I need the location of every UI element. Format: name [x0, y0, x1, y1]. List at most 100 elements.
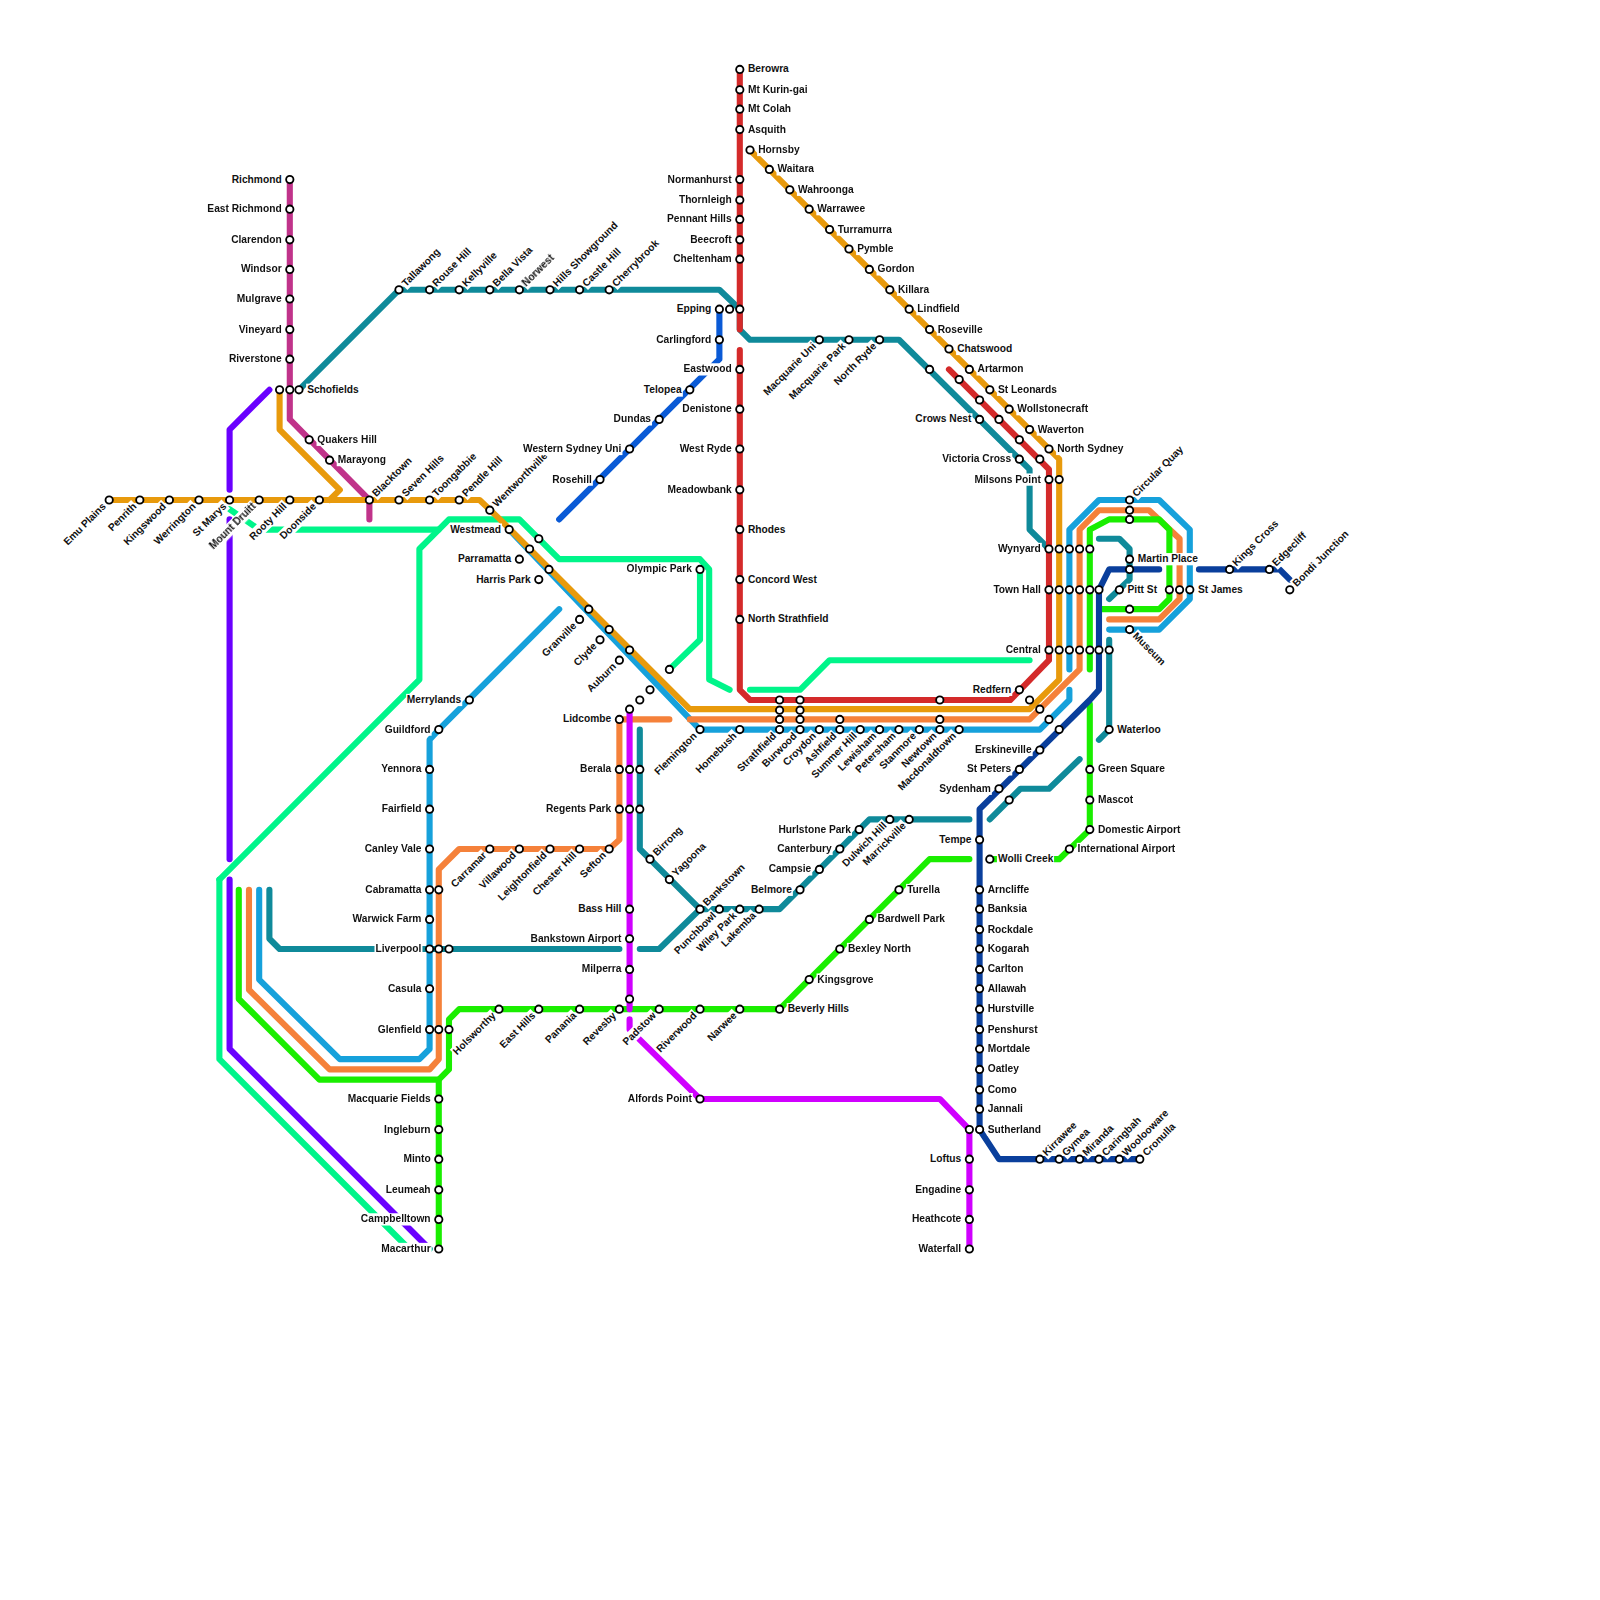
station-label: Carlton: [987, 963, 1025, 975]
station-dot: [435, 726, 442, 733]
station-label: Holsworthy: [450, 1009, 499, 1058]
station-dot: [546, 845, 553, 852]
station-label: Panania: [542, 1009, 580, 1047]
station-label: Roseville: [937, 323, 984, 335]
station-dot: [1036, 456, 1043, 463]
station-dot: [546, 286, 553, 293]
station-dot: [766, 166, 773, 173]
rail-line: [249, 719, 669, 1069]
station-dot: [736, 216, 743, 223]
station-dot: [1036, 746, 1043, 753]
station-dot: [445, 945, 452, 952]
station-dot: [976, 886, 983, 893]
station-label: Guildford: [384, 723, 432, 735]
station-dot: [995, 785, 1002, 792]
station-label: Berala: [579, 763, 612, 775]
station-dot: [736, 726, 743, 733]
station-label: Riverwood: [653, 1009, 700, 1056]
station-label: Sutherland: [987, 1123, 1042, 1135]
station-dot: [286, 206, 293, 213]
station-dot: [786, 186, 793, 193]
station-dot: [626, 646, 633, 653]
station-dot: [736, 486, 743, 493]
station-dot: [286, 266, 293, 273]
station-dot: [606, 845, 613, 852]
station-dot: [1106, 726, 1113, 733]
station-dot: [976, 416, 983, 423]
station-dot: [1166, 586, 1173, 593]
station-dot: [986, 386, 993, 393]
station-dot: [256, 496, 263, 503]
station-label: Telopea: [643, 384, 683, 396]
station-dot: [1095, 586, 1102, 593]
station-label: Hurlstone Park: [777, 823, 852, 835]
station-dot: [656, 1006, 663, 1013]
station-dot: [295, 386, 302, 393]
station-label: Cheltenham: [672, 253, 732, 265]
station-label: Yennora: [380, 763, 422, 775]
station-dot: [876, 336, 883, 343]
station-dot: [286, 236, 293, 243]
station-label: Casula: [387, 983, 423, 995]
station-label: Belmore: [750, 884, 793, 896]
station-dot: [276, 386, 283, 393]
station-dot: [696, 1095, 703, 1102]
station-dot: [1066, 586, 1073, 593]
station-dot: [1126, 496, 1133, 503]
station-label: Sefton: [577, 849, 610, 882]
station-dot: [816, 336, 823, 343]
station-label: Wollstonecraft: [1016, 403, 1089, 415]
station-label: Penshurst: [987, 1023, 1039, 1035]
rail-line: [230, 390, 270, 490]
station-dot: [1126, 507, 1133, 514]
station-dot: [535, 1006, 542, 1013]
station-dot: [1076, 646, 1083, 653]
station-dot: [535, 576, 542, 583]
station-label: St Leonards: [997, 384, 1058, 396]
station-label: Quakers Hill: [316, 434, 378, 446]
station-label: Flemington: [651, 729, 700, 778]
station-dot: [976, 1086, 983, 1093]
station-dot: [426, 985, 433, 992]
station-label: Cherrybrook: [609, 237, 662, 290]
station-dot: [395, 286, 402, 293]
station-dot: [506, 526, 513, 533]
rail-line: [669, 569, 700, 669]
station-dot: [426, 886, 433, 893]
station-dot: [426, 496, 433, 503]
station-dot: [1006, 796, 1013, 803]
station-dot: [426, 945, 433, 952]
station-label: Leumeah: [385, 1184, 432, 1196]
station-dot: [1026, 696, 1033, 703]
station-label: Milsons Point: [973, 473, 1041, 485]
station-label: Kogarah: [987, 943, 1030, 955]
station-dot: [796, 716, 803, 723]
station-dot: [796, 696, 803, 703]
station-dot: [736, 1006, 743, 1013]
station-dot: [606, 626, 613, 633]
station-dot: [966, 1186, 973, 1193]
station-dot: [426, 286, 433, 293]
station-dot: [286, 176, 293, 183]
station-dot: [1126, 626, 1133, 633]
station-label: Rockdale: [987, 923, 1034, 935]
station-dot: [806, 206, 813, 213]
station-dot: [1126, 606, 1133, 613]
station-label: Pitt St: [1127, 584, 1159, 596]
station-dot: [1056, 646, 1063, 653]
station-label: Crows Nest: [914, 413, 972, 425]
rail-line: [439, 859, 970, 1079]
station-dot: [516, 286, 523, 293]
station-dot: [1086, 646, 1093, 653]
station-label: Beverly Hills: [787, 1003, 850, 1015]
station-dot: [626, 706, 633, 713]
station-dot: [646, 856, 653, 863]
station-dot: [1036, 706, 1043, 713]
station-label: Waterloo: [1116, 723, 1161, 735]
station-label: Kingsgrove: [816, 973, 874, 985]
station-dot: [866, 266, 873, 273]
station-dot: [666, 666, 673, 673]
station-dot: [986, 856, 993, 863]
station-label: North Sydney: [1056, 443, 1124, 455]
